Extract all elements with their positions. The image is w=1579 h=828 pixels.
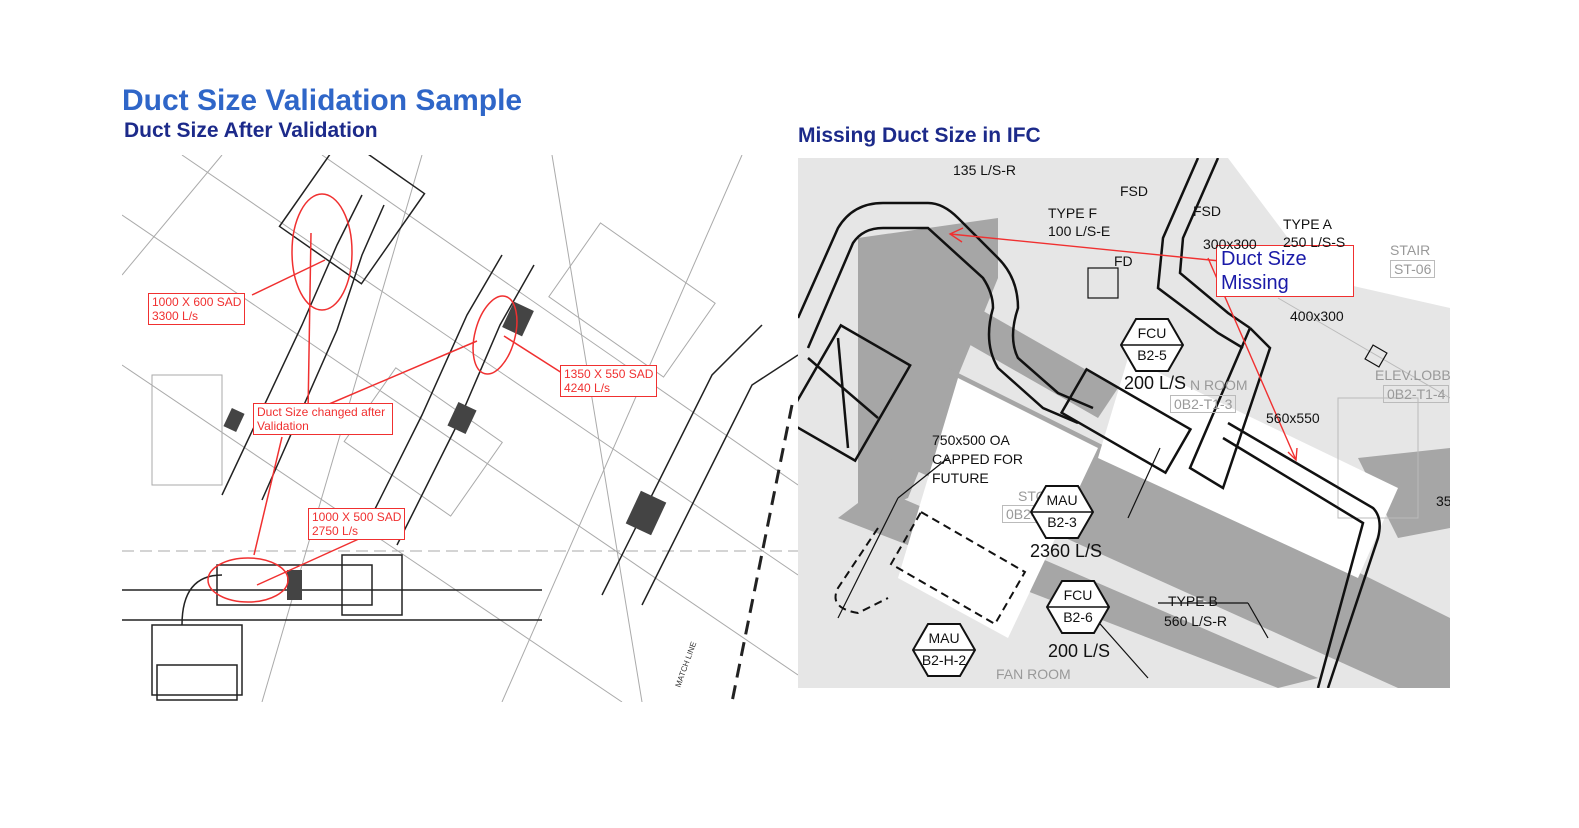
callout-1350x550: 1350 X 550 SAD 4240 L/s	[560, 365, 658, 397]
tag-id: B2-5	[1137, 347, 1167, 363]
callout-1000x500: 1000 X 500 SAD 2750 L/s	[308, 508, 406, 540]
label-stair: STAIR	[1390, 242, 1431, 258]
label-type-f: TYPE F	[1048, 205, 1098, 221]
label-oa: FUTURE	[932, 470, 989, 486]
callout-text: Duct Size changed after	[257, 405, 386, 419]
tag-id: B2-6	[1063, 609, 1093, 625]
annotation-marks	[207, 193, 563, 603]
callout-text: 1000 X 500 SAD	[312, 510, 402, 524]
label-oa: 750x500 OA	[932, 432, 1010, 448]
label-oa: CAPPED FOR	[932, 451, 1024, 467]
label-type-a-flow: 250 L/S-S	[1283, 234, 1346, 250]
callout-text: 3300 L/s	[152, 309, 199, 323]
label-300x300: 300x300	[1203, 236, 1257, 252]
label-fan-room: FAN ROOM	[996, 666, 1071, 682]
callout-text: 4240 L/s	[564, 381, 611, 395]
tag-fcu-b2-5: FCU B2-5	[1120, 318, 1184, 372]
callout-text: 1000 X 600 SAD	[152, 295, 242, 309]
label-edge: 35	[1436, 493, 1450, 509]
callout-text: 1350 X 550 SAD	[564, 367, 654, 381]
hexagon-tag-icon	[912, 623, 976, 677]
callout-text: Validation	[257, 419, 309, 433]
label-st06: ST-06	[1390, 260, 1436, 278]
label-400x300: 400x300	[1290, 308, 1344, 324]
label-room-0b2-t1-4: 0B2-T1-4	[1383, 385, 1450, 403]
label-fsd: FSD	[1193, 203, 1221, 219]
label-mau-b2-3-flow: 2360 L/S	[1030, 541, 1103, 561]
label-type-a: TYPE A	[1283, 216, 1333, 232]
hexagon-tag-icon	[1030, 485, 1094, 539]
label-135: 135 L/S-R	[953, 162, 1017, 178]
callout-text: Missing	[1221, 272, 1289, 294]
label-type-b: TYPE B	[1168, 593, 1218, 609]
label-fsd: FSD	[1120, 183, 1148, 199]
label-560x550: 560x550	[1266, 410, 1320, 426]
callout-text: Duct Size	[1221, 248, 1307, 270]
cad-linework	[122, 155, 798, 702]
right-panel-heading: Missing Duct Size in IFC	[798, 124, 1041, 147]
tag-mau-b2-3: MAU B2-3	[1030, 485, 1094, 539]
callout-duct-size-missing: Duct Size Missing	[1216, 245, 1354, 297]
tag-type: MAU	[928, 630, 960, 646]
validated-duct-drawing: 1000 X 600 SAD 3300 L/s 1350 X 550 SAD 4…	[122, 155, 798, 702]
tag-id: B2-H-2	[921, 652, 967, 668]
label-fan-room: N ROOM	[1190, 377, 1248, 393]
callout-duct-size-changed: Duct Size changed after Validation	[253, 403, 393, 435]
label-fcu-b2-5-flow: 200 L/S	[1124, 373, 1187, 393]
label-type-b-flow: 560 L/S-R	[1164, 613, 1228, 629]
hexagon-tag-icon	[1120, 318, 1184, 372]
slide-title: Duct Size Validation Sample	[122, 84, 523, 117]
label-room-0b2-t1-3: 0B2-T1-3	[1170, 395, 1237, 413]
hexagon-tag-icon	[1046, 580, 1110, 634]
label-type-f-flow: 100 L/S-E	[1048, 223, 1111, 239]
left-panel-heading: Duct Size After Validation	[124, 119, 378, 142]
tag-type: FCU	[1137, 325, 1167, 341]
callout-text: 2750 L/s	[312, 524, 359, 538]
label-elev-lobby: ELEV.LOBBY	[1375, 367, 1450, 383]
tag-type: MAU	[1046, 492, 1078, 508]
tag-type: FCU	[1063, 587, 1093, 603]
tag-mau-b2-h-2: MAU B2-H-2	[912, 623, 976, 677]
callout-1000x600: 1000 X 600 SAD 3300 L/s	[148, 293, 246, 325]
label-fd: FD	[1114, 253, 1133, 269]
cad-linework	[798, 158, 1450, 688]
missing-duct-size-drawing: Duct Size Missing 135 L/S-R FSD FSD TYPE…	[798, 158, 1450, 688]
tag-fcu-b2-6: FCU B2-6	[1046, 580, 1110, 634]
label-fcu-b2-6-flow: 200 L/S	[1048, 641, 1111, 661]
tag-id: B2-3	[1047, 514, 1077, 530]
